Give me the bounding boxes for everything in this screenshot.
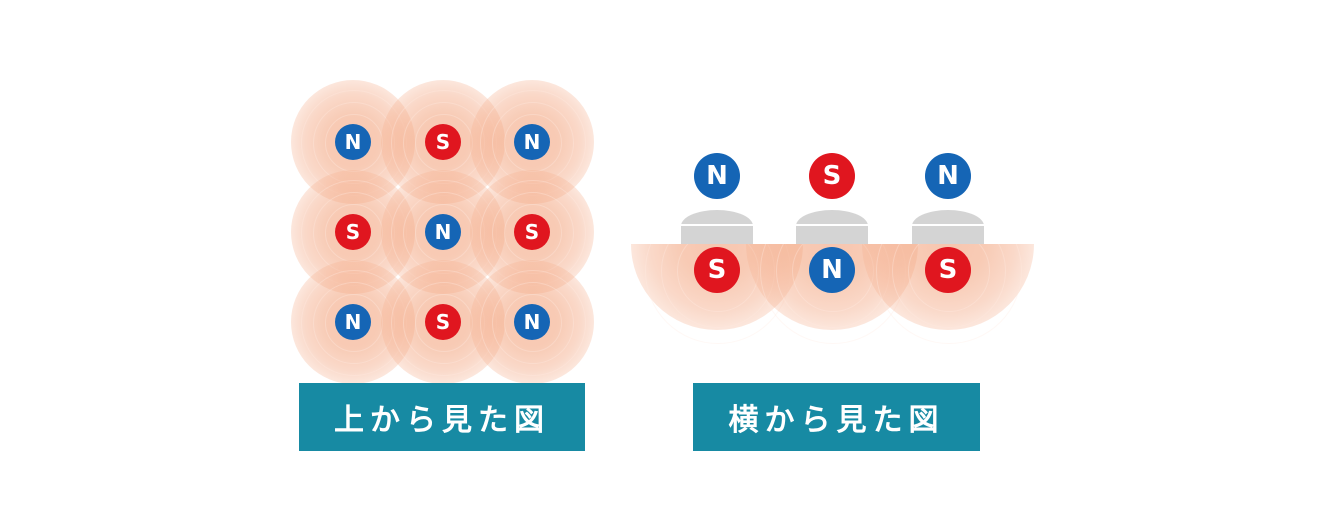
- north-pole-marker: N: [335, 304, 371, 340]
- top-view-label-text: 上から見た図: [334, 403, 550, 438]
- magnet-cap: [681, 210, 753, 226]
- side-view-label: 横から見た図: [693, 383, 980, 451]
- field-ring: [480, 270, 586, 376]
- north-pole-marker: N: [425, 214, 461, 250]
- south-pole-marker: S: [425, 304, 461, 340]
- north-pole-marker: N: [514, 304, 550, 340]
- north-pole-marker: N: [514, 124, 550, 160]
- north-pole-marker: N: [809, 247, 855, 293]
- south-pole-marker: S: [425, 124, 461, 160]
- north-pole-marker: N: [335, 124, 371, 160]
- north-pole-marker: N: [694, 153, 740, 199]
- south-pole-marker: S: [335, 214, 371, 250]
- magnet-body: [796, 224, 868, 244]
- magnet-body: [681, 224, 753, 244]
- south-pole-marker: S: [694, 247, 740, 293]
- magnet-body: [912, 224, 984, 244]
- north-pole-marker: N: [925, 153, 971, 199]
- south-pole-marker: S: [925, 247, 971, 293]
- south-pole-marker: S: [514, 214, 550, 250]
- top-view-label: 上から見た図: [299, 383, 585, 451]
- side-view-label-text: 横から見た図: [728, 403, 945, 438]
- south-pole-marker: S: [809, 153, 855, 199]
- magnet-cap: [912, 210, 984, 226]
- magnet-cap: [796, 210, 868, 226]
